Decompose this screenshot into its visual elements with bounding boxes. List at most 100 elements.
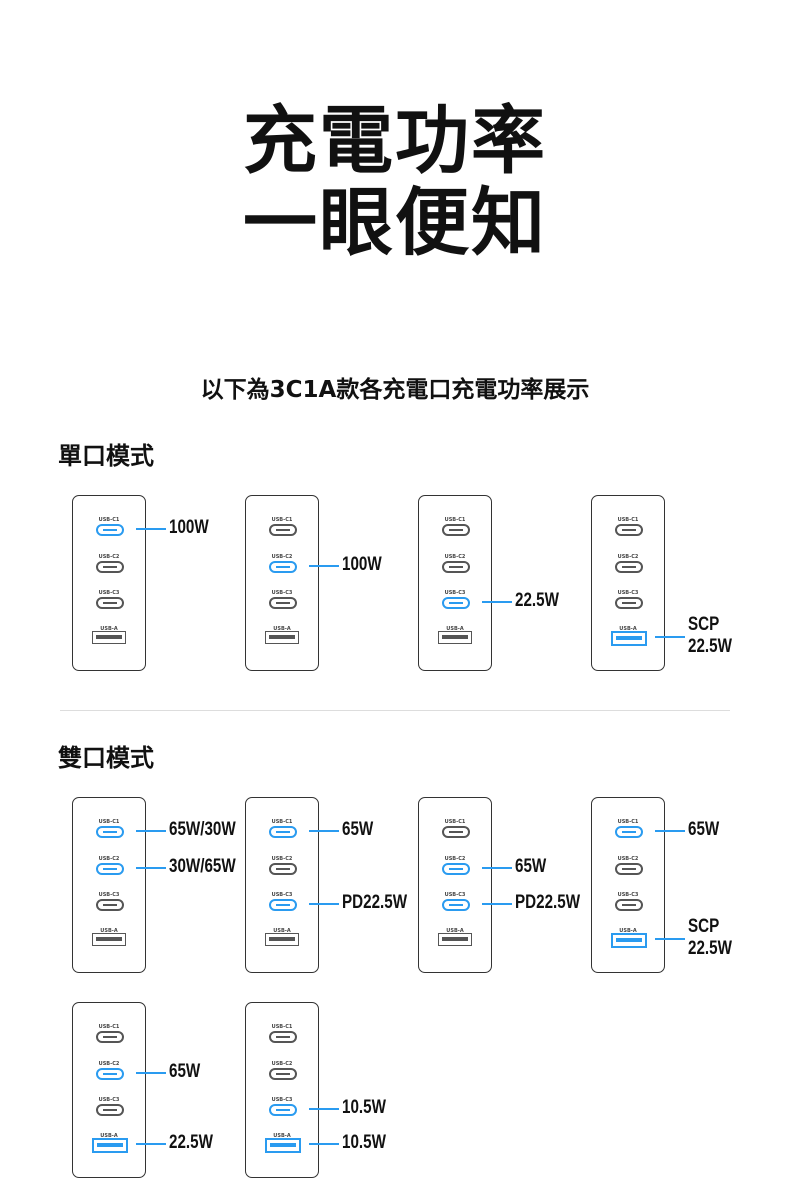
- port-label: USB-C1: [617, 517, 639, 523]
- port-label: USB-A: [100, 928, 118, 934]
- callout-line: [136, 1072, 166, 1074]
- port-label: USB-A: [619, 626, 637, 632]
- power-callout: 10.5W: [342, 1097, 386, 1119]
- usb-c-port-icon: [442, 899, 470, 911]
- usb-c-port-icon: [96, 597, 124, 609]
- usb-c-port-icon: [96, 863, 124, 875]
- usb-a-port-icon: [265, 631, 299, 644]
- power-callout-line: 65W: [515, 856, 547, 877]
- callout-line: [309, 903, 339, 905]
- usb-c-port-icon: [615, 561, 643, 573]
- port-label: USB-C3: [617, 892, 639, 898]
- power-callout: 65W/30W: [169, 819, 236, 841]
- power-callout: 30W/65W: [169, 856, 236, 878]
- usb-a-port-icon: [92, 1138, 128, 1153]
- usb-c-port-icon: [96, 1068, 124, 1080]
- callout-line: [136, 830, 166, 832]
- port-label: USB-A: [100, 626, 118, 632]
- port-label: USB-A: [273, 928, 291, 934]
- power-callout-line: 22.5W: [515, 590, 559, 611]
- usb-c-port-icon: [615, 524, 643, 536]
- usb-c-port-icon: [96, 1104, 124, 1116]
- section-single-port-title: 單口模式: [58, 442, 154, 470]
- callout-line: [309, 830, 339, 832]
- port-label: USB-C1: [98, 1024, 120, 1030]
- port-label: USB-C1: [98, 819, 120, 825]
- callout-line: [655, 830, 685, 832]
- usb-c-port-icon: [96, 899, 124, 911]
- port-label: USB-C2: [444, 856, 466, 862]
- port-label: USB-C3: [98, 1097, 120, 1103]
- power-callout-line: 22.5W: [688, 938, 732, 959]
- usb-c-port-icon: [269, 1068, 297, 1080]
- subtitle: 以下為3C1A款各充電口充電功率展示: [200, 377, 590, 403]
- port-label: USB-C2: [617, 856, 639, 862]
- power-callout-line: SCP: [688, 614, 720, 635]
- power-callout-line: 100W: [169, 517, 209, 538]
- power-callout: 100W: [169, 517, 209, 539]
- power-callout-line: 65W: [342, 819, 374, 840]
- usb-c-port-icon: [269, 597, 297, 609]
- port-label: USB-C3: [271, 590, 293, 596]
- usb-c-port-icon: [269, 1104, 297, 1116]
- port-label: USB-C1: [271, 1024, 293, 1030]
- usb-c-port-icon: [269, 561, 297, 573]
- callout-line: [309, 1143, 339, 1145]
- port-label: USB-C3: [98, 892, 120, 898]
- callout-line: [136, 867, 166, 869]
- callout-line: [482, 867, 512, 869]
- port-label: USB-C2: [617, 554, 639, 560]
- usb-a-port-icon: [92, 933, 126, 946]
- port-label: USB-C1: [98, 517, 120, 523]
- power-callout: 65W: [515, 856, 546, 878]
- port-label: USB-C3: [98, 590, 120, 596]
- usb-c-port-icon: [442, 561, 470, 573]
- port-label: USB-C2: [98, 1061, 120, 1067]
- port-label: USB-A: [273, 1133, 291, 1139]
- port-label: USB-C1: [271, 517, 293, 523]
- usb-a-port-icon: [438, 933, 472, 946]
- usb-c-port-icon: [96, 524, 124, 536]
- port-label: USB-C2: [98, 856, 120, 862]
- title-line-2: 一眼便知: [243, 180, 547, 266]
- usb-c-port-icon: [269, 524, 297, 536]
- port-label: USB-C2: [271, 1061, 293, 1067]
- usb-a-port-icon: [92, 631, 126, 644]
- usb-c-port-icon: [615, 826, 643, 838]
- usb-c-port-icon: [96, 561, 124, 573]
- usb-a-port-icon: [438, 631, 472, 644]
- power-callout: 10.5W: [342, 1132, 386, 1154]
- power-callout-line: 65W/30W: [169, 819, 236, 840]
- usb-c-port-icon: [96, 826, 124, 838]
- port-label: USB-C3: [271, 1097, 293, 1103]
- port-label: USB-A: [100, 1133, 118, 1139]
- usb-a-port-icon: [265, 1138, 301, 1153]
- port-label: USB-C2: [271, 554, 293, 560]
- port-label: USB-C1: [271, 819, 293, 825]
- usb-c-port-icon: [615, 863, 643, 875]
- usb-c-port-icon: [269, 1031, 297, 1043]
- power-callout-line: 30W/65W: [169, 856, 236, 877]
- power-callout-line: 22.5W: [169, 1132, 213, 1153]
- power-callout-line: 65W: [688, 819, 720, 840]
- callout-line: [136, 1143, 166, 1145]
- port-label: USB-A: [273, 626, 291, 632]
- callout-line: [655, 636, 685, 638]
- power-callout-line: PD22.5W: [515, 892, 581, 913]
- usb-a-port-icon: [611, 933, 647, 948]
- title-line-1: 充電功率: [243, 98, 547, 184]
- usb-a-port-icon: [611, 631, 647, 646]
- port-label: USB-C1: [444, 517, 466, 523]
- port-label: USB-C2: [271, 856, 293, 862]
